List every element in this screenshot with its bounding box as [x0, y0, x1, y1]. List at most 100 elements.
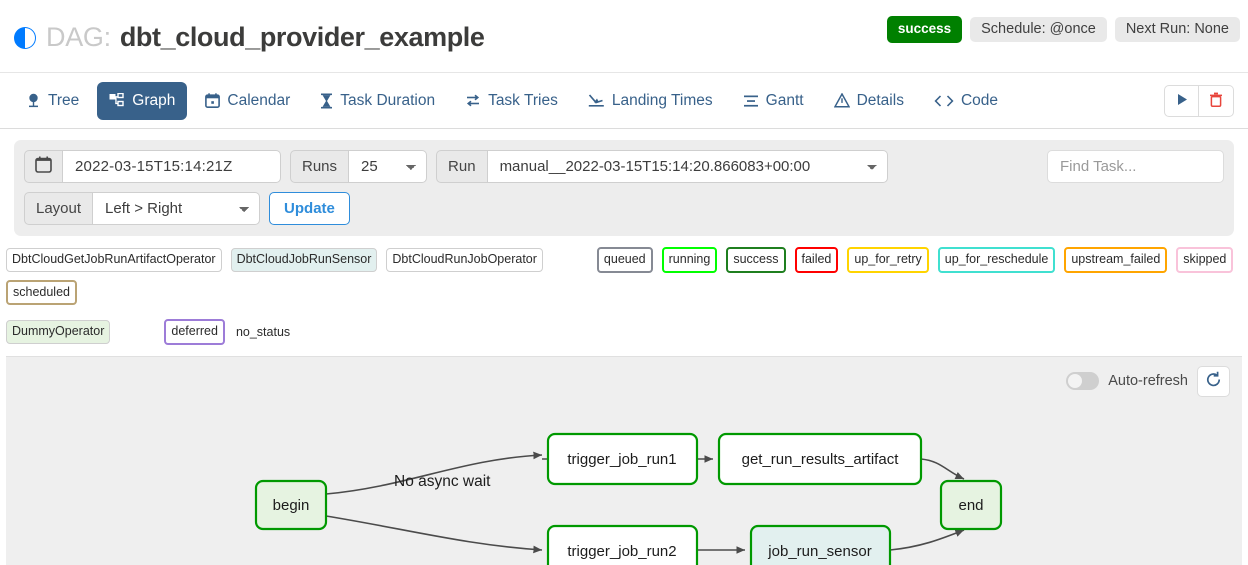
- refresh-button[interactable]: [1197, 365, 1230, 397]
- tab-task-duration[interactable]: Task Duration: [308, 82, 447, 120]
- tab-code[interactable]: Code: [922, 82, 1010, 120]
- graph-node-begin: begin: [254, 479, 328, 530]
- edge-begin-trigger2: [325, 514, 543, 553]
- node-label: begin: [273, 497, 310, 514]
- trash-icon: [1209, 92, 1223, 110]
- code-icon: [934, 94, 954, 108]
- calendar-icon: [35, 156, 52, 177]
- legend-operator: DbtCloudRunJobOperator: [386, 248, 543, 272]
- run-select-group: Run manual__2022-03-15T15:14:20.866083+0…: [436, 150, 888, 183]
- legend-status-queued: queued: [596, 247, 653, 273]
- node-label: end: [958, 497, 983, 514]
- tab-details-label: Details: [856, 91, 904, 109]
- graph-node-trigger-job-run2: trigger_job_run2: [546, 524, 699, 565]
- tab-calendar[interactable]: Calendar: [193, 82, 302, 120]
- header-badges: success Schedule: @once Next Run: None: [886, 16, 1240, 43]
- num-runs-select[interactable]: 25: [349, 150, 428, 183]
- legend-status-scheduled: scheduled: [6, 279, 77, 305]
- node-label: trigger_job_run2: [567, 543, 676, 560]
- layout-label: Layout: [24, 192, 94, 225]
- legend-operator: DummyOperator: [6, 320, 111, 344]
- status-badge: success: [886, 16, 963, 43]
- dag-header: DAG: dbt_cloud_provider_example success …: [0, 0, 1248, 72]
- dag-prefix-label: DAG:: [46, 22, 111, 52]
- legend-operator: DbtCloudJobRunSensor: [230, 248, 378, 272]
- graph-toolbar: Auto-refresh: [1066, 365, 1230, 397]
- dag-graph-svg: begin trigger_job_run1 get_run_results_a…: [254, 432, 1003, 565]
- legend-status-no-status: no_status: [235, 324, 291, 339]
- find-task-input[interactable]: Find Task...: [1047, 150, 1224, 183]
- graph-edge-labels: No async wait Do async wait with sensor: [331, 473, 510, 565]
- tab-landing-times[interactable]: Landing Times: [576, 82, 725, 120]
- trigger-dag-button[interactable]: [1164, 85, 1199, 117]
- legend-status-deferred: deferred: [164, 319, 225, 345]
- tab-tree-label: Tree: [48, 91, 80, 109]
- legend-operator: DbtCloudGetJobRunArtifactOperator: [6, 248, 222, 272]
- tab-code-label: Code: [960, 91, 999, 109]
- edge-artifact-end: [920, 457, 965, 480]
- graph-legend: DbtCloudGetJobRunArtifactOperator DbtClo…: [0, 236, 1248, 345]
- tab-calendar-label: Calendar: [227, 91, 291, 109]
- tab-landing-times-label: Landing Times: [611, 91, 713, 109]
- tab-tree[interactable]: Tree: [14, 82, 91, 120]
- play-icon: [1176, 93, 1188, 109]
- dag-graph-canvas[interactable]: Auto-refresh: [6, 355, 1242, 565]
- legend-status-failed: failed: [794, 247, 839, 273]
- tab-graph-label: Graph: [132, 91, 176, 109]
- dag-filter-panel: 2022-03-15T15:14:21Z Runs 25 Run manual_…: [14, 140, 1234, 236]
- num-runs-group: Runs 25: [290, 150, 428, 183]
- dag-pause-toggle[interactable]: [14, 27, 36, 49]
- legend-status-skipped: skipped: [1176, 247, 1234, 273]
- node-label: job_run_sensor: [767, 543, 871, 560]
- dag-view-tabs: Tree Graph Calendar: [0, 72, 1248, 129]
- filter-row-primary: 2022-03-15T15:14:21Z Runs 25 Run manual_…: [24, 150, 1224, 183]
- layout-select[interactable]: Left > Right: [93, 192, 261, 225]
- layout-group: Layout Left > Right: [24, 192, 261, 225]
- next-run-badge: Next Run: None: [1114, 16, 1240, 42]
- retry-icon: [465, 93, 481, 108]
- legend-status-success: success: [726, 247, 786, 273]
- graph-node-job-run-sensor: job_run_sensor: [749, 524, 892, 565]
- legend-status-running: running: [661, 247, 718, 273]
- tree-icon: [26, 93, 41, 109]
- dag-action-buttons: [1164, 85, 1234, 117]
- calendar-picker-button[interactable]: [24, 150, 63, 183]
- legend-status-up-for-retry: up_for_retry: [847, 247, 929, 273]
- delete-dag-button[interactable]: [1199, 85, 1234, 117]
- auto-refresh-toggle[interactable]: [1066, 372, 1100, 390]
- tab-gantt-label: Gantt: [765, 91, 804, 109]
- tab-details[interactable]: Details: [822, 82, 916, 120]
- calendar-icon: [205, 93, 221, 108]
- base-date-group: 2022-03-15T15:14:21Z: [24, 150, 281, 183]
- graph-icon: [109, 93, 125, 108]
- graph-node-end: end: [939, 479, 1003, 530]
- tab-task-tries[interactable]: Task Tries: [453, 82, 570, 120]
- graph-node-trigger-job-run1: trigger_job_run1: [546, 432, 699, 485]
- schedule-badge[interactable]: Schedule: @once: [970, 16, 1107, 42]
- run-label: Run: [436, 150, 488, 183]
- edge-label: No async wait: [394, 473, 491, 490]
- graph-nodes: begin trigger_job_run1 get_run_results_a…: [254, 432, 1003, 565]
- dag-run-select[interactable]: manual__2022-03-15T15:14:20.866083+00:00: [487, 150, 888, 183]
- tab-task-duration-label: Task Duration: [340, 91, 436, 109]
- num-runs-label: Runs: [290, 150, 350, 183]
- update-button[interactable]: Update: [269, 192, 350, 225]
- hourglass-icon: [320, 93, 333, 109]
- filter-row-layout: Layout Left > Right Update: [24, 192, 1224, 225]
- tab-gantt[interactable]: Gantt: [731, 82, 816, 120]
- node-label: trigger_job_run1: [567, 451, 676, 468]
- edge-sensor-end: [889, 528, 965, 551]
- legend-status-upstream-failed: upstream_failed: [1064, 247, 1168, 273]
- tab-graph[interactable]: Graph: [97, 81, 188, 120]
- edge-begin-trigger1: [325, 451, 543, 495]
- page-title: dbt_cloud_provider_example: [119, 22, 485, 52]
- tab-task-tries-label: Task Tries: [488, 91, 558, 109]
- gantt-icon: [743, 94, 759, 108]
- refresh-icon: [1205, 371, 1222, 391]
- landing-times-icon: [588, 93, 605, 108]
- base-date-input[interactable]: 2022-03-15T15:14:21Z: [63, 150, 281, 183]
- node-label: get_run_results_artifact: [742, 451, 900, 468]
- warning-icon: [833, 93, 850, 108]
- auto-refresh-label: Auto-refresh: [1108, 373, 1188, 389]
- graph-node-get-run-results-artifact: get_run_results_artifact: [717, 432, 923, 485]
